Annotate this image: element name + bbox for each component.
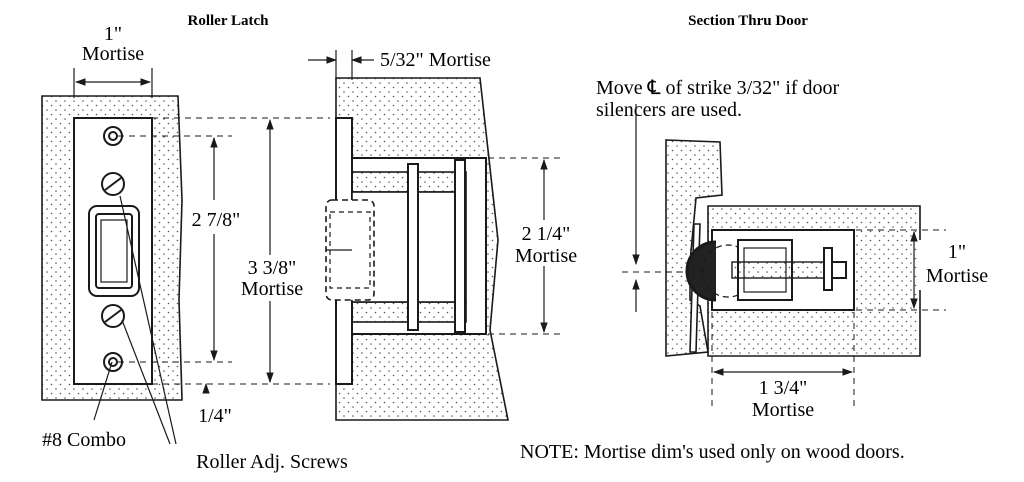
section-mortise-depth-label: 1 3/4" — [759, 377, 808, 399]
section-mortise-width-label: 1" — [948, 241, 966, 263]
screw-spacing-label: 2 7/8" — [192, 209, 241, 231]
roller-latch-title: Roller Latch — [188, 13, 270, 29]
front-mortise-word-label: Mortise — [82, 43, 144, 65]
section-mortise-depth-word: Mortise — [752, 399, 814, 421]
move-cl-note-line2: silencers are used. — [596, 99, 742, 121]
section-title: Section Thru Door — [688, 13, 808, 29]
mortise-depth-word: Mortise — [515, 245, 577, 267]
mortise-height-word: Mortise — [241, 278, 303, 300]
roller-adj-screws-label: Roller Adj. Screws — [196, 451, 348, 473]
front-mortise-width-label: 1" — [104, 23, 122, 45]
front-view — [41, 95, 183, 401]
side-view — [325, 77, 509, 421]
mortise-depth-label: 2 1/4" — [522, 223, 571, 245]
combo-screw-label: #8 Combo — [42, 429, 126, 451]
section-view — [665, 139, 921, 357]
mortise-height-label: 3 3/8" — [248, 257, 297, 279]
wood-door-note: NOTE: Mortise dim's used only on wood do… — [520, 441, 905, 463]
quarter-inch-label: 1/4" — [198, 405, 232, 427]
face-mortise-label: 5/32" Mortise — [380, 49, 491, 71]
section-mortise-word: Mortise — [926, 265, 988, 287]
move-cl-note-line1: Move ℄ of strike 3/32" if door — [596, 77, 840, 99]
